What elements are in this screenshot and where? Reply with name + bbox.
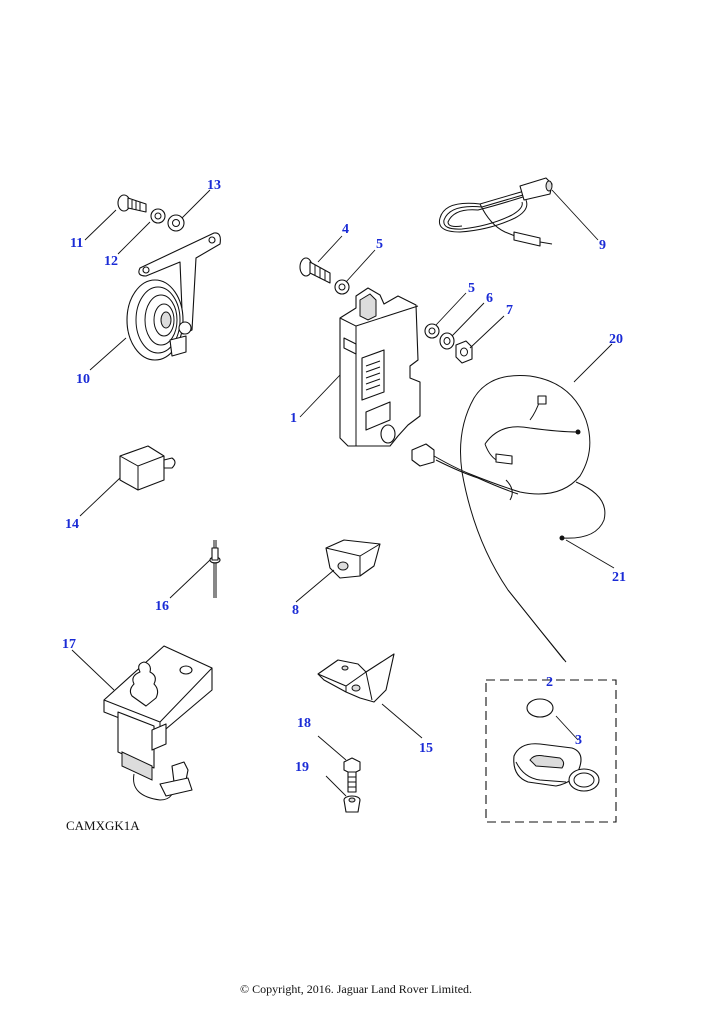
diagram-code: CAMXGK1A [66,818,140,833]
bracket-8 [325,539,381,579]
rivet-16 [209,540,221,598]
callout-1[interactable]: 1 [290,411,297,426]
control-module [339,287,421,447]
relay-14 [119,445,176,491]
callout-5-upper[interactable]: 5 [376,237,383,252]
nut-7 [455,340,473,364]
callout-20[interactable]: 20 [609,332,623,347]
callout-19[interactable]: 19 [295,760,309,775]
callout-numbers: 1 2 3 4 5 5 6 7 8 9 10 11 12 13 14 15 16… [62,178,626,775]
callout-8[interactable]: 8 [292,603,299,618]
callout-10[interactable]: 10 [76,372,90,387]
callout-4[interactable]: 4 [342,222,349,237]
aerial-lead-21 [559,481,606,541]
bracket-15 [317,653,395,703]
bolt-4 [299,257,331,284]
washer-5-lower [424,323,440,339]
callout-12[interactable]: 12 [104,254,118,269]
callout-15[interactable]: 15 [419,741,433,756]
bonnet-switch-17 [103,645,213,801]
washer-5-upper [334,279,350,295]
bolt-11 [117,194,147,213]
callout-6[interactable]: 6 [486,291,493,306]
washer-13 [167,214,185,232]
washer-6 [439,332,455,350]
clip-nut-19 [343,795,361,813]
horn-assembly [126,232,221,361]
callout-17[interactable]: 17 [62,637,76,652]
callout-2[interactable]: 2 [546,675,553,690]
key-fob-group [485,679,617,823]
callout-14[interactable]: 14 [65,517,79,532]
callout-13[interactable]: 13 [207,178,221,193]
callout-7[interactable]: 7 [506,303,513,318]
sensor-cable-20 [411,374,591,663]
copyright-notice: © Copyright, 2016. Jaguar Land Rover Lim… [240,982,472,996]
callout-5-lower[interactable]: 5 [468,281,475,296]
callout-21[interactable]: 21 [612,570,626,585]
callout-9[interactable]: 9 [599,238,606,253]
screw-18 [343,757,361,793]
wiring-harness-9 [438,177,553,247]
callout-16[interactable]: 16 [155,599,169,614]
leader-lines [71,189,615,797]
callout-11[interactable]: 11 [70,236,83,251]
callout-18[interactable]: 18 [297,716,311,731]
callout-3[interactable]: 3 [575,733,582,748]
washer-12 [150,208,166,224]
